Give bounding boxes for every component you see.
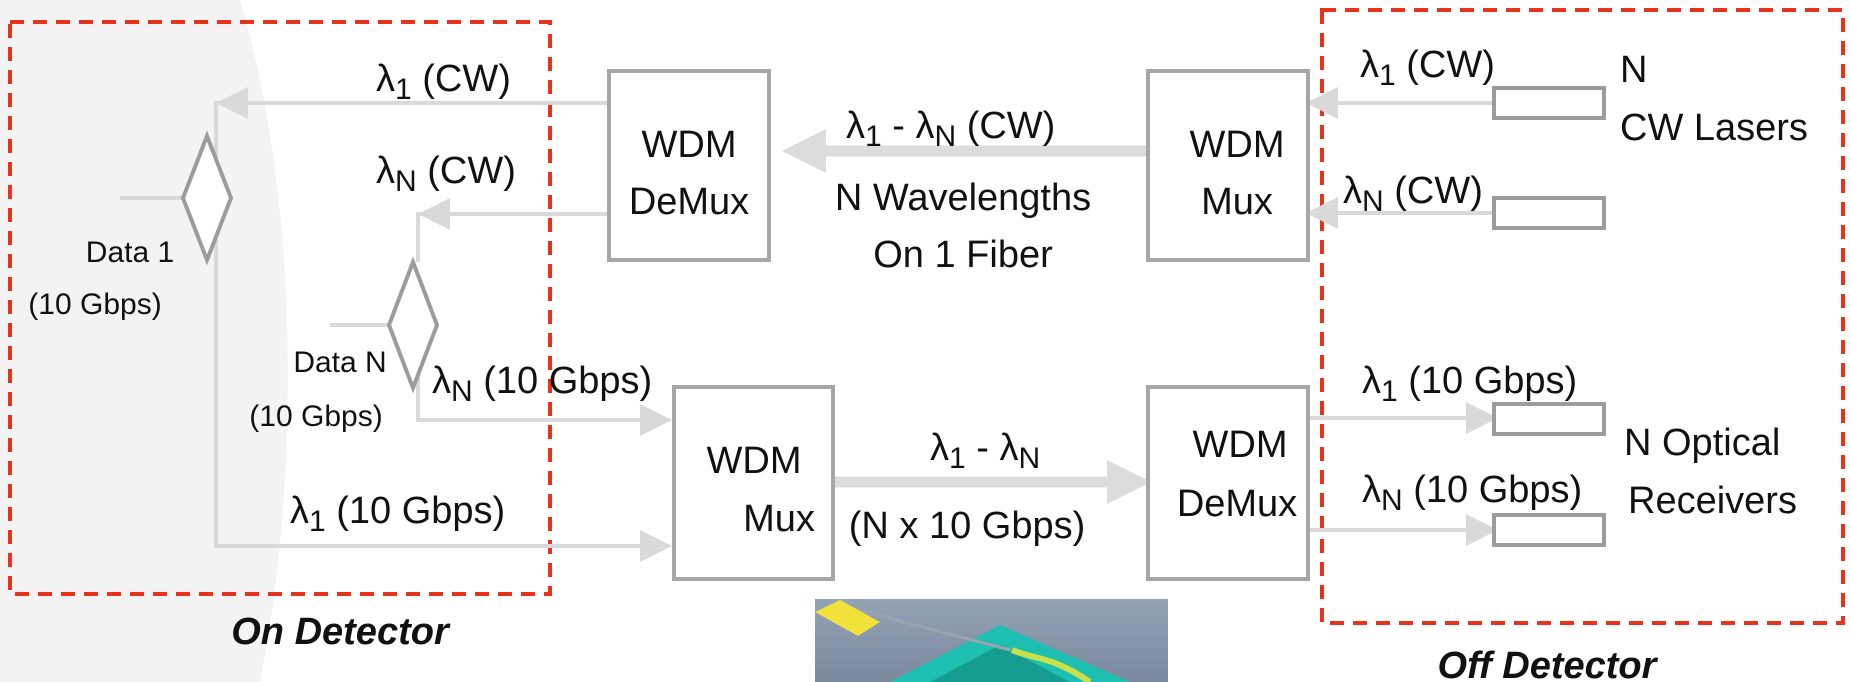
wdm-mux-top-line1: WDM bbox=[1190, 124, 1285, 166]
on-detector-region bbox=[8, 20, 552, 596]
label-lambda1-10g-right: λ1 (10 Gbps) bbox=[1362, 360, 1577, 408]
receiver-N-icon bbox=[1492, 513, 1606, 547]
label-lambda1-cw-left: λ1 (CW) bbox=[376, 58, 511, 106]
label-lambdaN-cw-right: λN (CW) bbox=[1343, 170, 1483, 218]
label-lasers-line2: CW Lasers bbox=[1620, 107, 1808, 149]
label-data1-rate: (10 Gbps) bbox=[28, 288, 161, 321]
label-receivers-line1: N Optical bbox=[1624, 422, 1780, 464]
label-receivers-line2: Receivers bbox=[1628, 480, 1797, 522]
wdm-mux-top-block bbox=[1146, 69, 1310, 262]
off-detector-region bbox=[1320, 8, 1845, 625]
wdm-demux-top-line1: WDM bbox=[642, 124, 737, 166]
label-lambdaN-cw-left: λN (CW) bbox=[376, 150, 516, 198]
wdm-demux-top-block bbox=[607, 69, 771, 262]
label-bottom-link-range: λ1 - λN bbox=[930, 427, 1040, 475]
wdm-demux-bottom-line2: DeMux bbox=[1177, 483, 1297, 525]
label-lambda1-cw-right: λ1 (CW) bbox=[1360, 44, 1495, 92]
label-off-detector: Off Detector bbox=[1438, 645, 1659, 682]
wdm-demux-bottom-line1: WDM bbox=[1193, 424, 1288, 466]
label-data1-name: Data 1 bbox=[86, 236, 174, 269]
fiber-lambdaN-10g bbox=[416, 370, 672, 436]
modulator-1-icon bbox=[180, 130, 234, 266]
wdm-mux-bottom-block bbox=[672, 385, 835, 581]
device-photo bbox=[815, 599, 1168, 682]
label-top-link-range: λ1 - λN (CW) bbox=[846, 105, 1055, 153]
label-lambdaN-10g-right: λN (10 Gbps) bbox=[1362, 469, 1582, 517]
wdm-mux-bottom-line1: WDM bbox=[707, 440, 802, 482]
wdm-mux-top-line2: Mux bbox=[1201, 181, 1273, 223]
label-dataN-rate: (10 Gbps) bbox=[249, 400, 382, 433]
label-lasers-line1: N bbox=[1620, 49, 1647, 91]
label-top-link-fiber: On 1 Fiber bbox=[873, 234, 1053, 276]
receiver-1-icon bbox=[1492, 402, 1606, 436]
label-lambdaN-10g-left: λN (10 Gbps) bbox=[432, 360, 652, 408]
wdm-demux-bottom-block bbox=[1146, 385, 1310, 581]
cw-laser-N-icon bbox=[1492, 196, 1606, 230]
fiber-lambdaN-cw bbox=[416, 212, 609, 262]
wdm-demux-top-line2: DeMux bbox=[629, 181, 749, 223]
label-top-link-wavelengths: N Wavelengths bbox=[835, 177, 1091, 219]
label-lambda1-10g-left: λ1 (10 Gbps) bbox=[290, 490, 505, 538]
label-dataN-name: Data N bbox=[293, 346, 386, 379]
wdm-mux-bottom-line2: Mux bbox=[743, 498, 815, 540]
label-bottom-link-rate: (N x 10 Gbps) bbox=[849, 505, 1086, 547]
fiber-lambda1-10g bbox=[214, 254, 672, 562]
label-on-detector: On Detector bbox=[231, 611, 451, 653]
cw-laser-1-icon bbox=[1492, 86, 1606, 120]
modulator-N-icon bbox=[386, 256, 440, 394]
